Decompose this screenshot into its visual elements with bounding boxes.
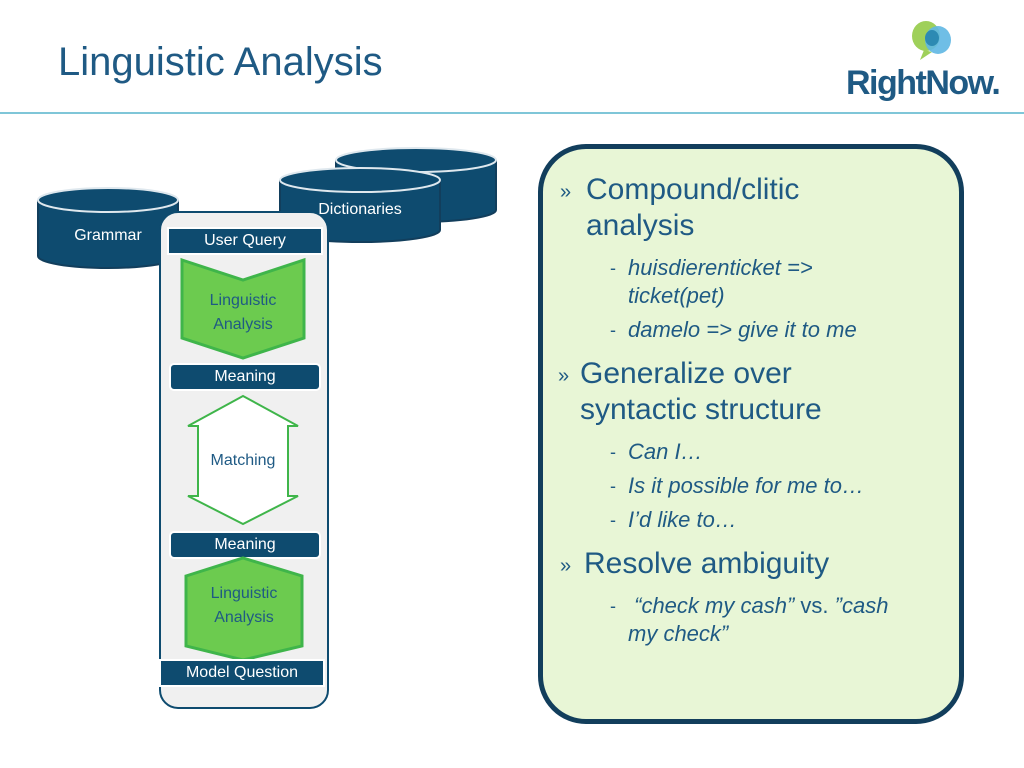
sub-bullet-generalize-3: - I’d like to… xyxy=(610,507,737,532)
dash-icon: - xyxy=(610,258,616,278)
dash-icon: - xyxy=(610,320,616,340)
bullet-generalize: » Generalize over syntactic structure xyxy=(558,357,822,426)
grammar-label: Grammar xyxy=(74,227,142,244)
user-query-box xyxy=(167,227,323,255)
grammar-database xyxy=(37,187,179,269)
meaning-box-1 xyxy=(169,363,321,391)
model-question-box xyxy=(159,659,325,687)
matching-double-arrow xyxy=(187,394,299,526)
bullet-marker-icon: » xyxy=(560,181,572,203)
sub-bullet-generalize-1: - Can I… xyxy=(610,439,703,464)
sub-bullet-ambiguity: - “check my cash” vs. ”cash my check” xyxy=(610,593,889,646)
dash-icon: - xyxy=(610,442,616,462)
bullet-marker-icon: » xyxy=(558,365,570,387)
linguistic-analysis-label-2: Linguistic Analysis xyxy=(210,585,278,626)
meaning-label-2: Meaning xyxy=(214,536,276,553)
dash-icon: - xyxy=(610,476,616,496)
speech-bubble-icon xyxy=(912,21,951,60)
linguistic-analysis-chevron-1 xyxy=(180,257,306,360)
bullet-compound: » Compound/clitic analysis xyxy=(560,173,800,242)
bullet-ambiguity: » Resolve ambiguity xyxy=(556,546,956,582)
analysis-flow-diagram: Grammar Dictionaries User Query Linguist… xyxy=(37,147,497,709)
dash-icon: - xyxy=(610,596,616,616)
dictionaries-label: Dictionaries xyxy=(318,201,402,218)
dash-icon: - xyxy=(610,510,616,530)
meaning-label-1: Meaning xyxy=(214,368,276,385)
bullet-marker-icon: » xyxy=(560,555,572,577)
user-query-label: User Query xyxy=(204,232,286,249)
sub-bullet-compound-1: - huisdierenticket => ticket(pet) xyxy=(610,255,813,308)
matching-label: Matching xyxy=(210,452,276,469)
linguistic-analysis-label-1: Linguistic Analysis xyxy=(209,292,277,333)
title-divider xyxy=(0,112,1024,114)
sub-bullet-generalize-2: - Is it possible for me to… xyxy=(610,473,864,498)
slide-title: Linguistic Analysis xyxy=(58,40,383,84)
sub-bullet-compound-2: - damelo => give it to me xyxy=(610,317,857,342)
bullet-list: » Compound/clitic analysis - huisdierent… xyxy=(556,172,956,654)
linguistic-analysis-chevron-2 xyxy=(184,556,304,662)
logo-wordmark: RightNow. xyxy=(846,64,1001,102)
model-question-label: Model Question xyxy=(185,664,299,681)
rightnow-logo: RightNow. xyxy=(838,16,1008,108)
bullet-panel xyxy=(538,144,964,724)
